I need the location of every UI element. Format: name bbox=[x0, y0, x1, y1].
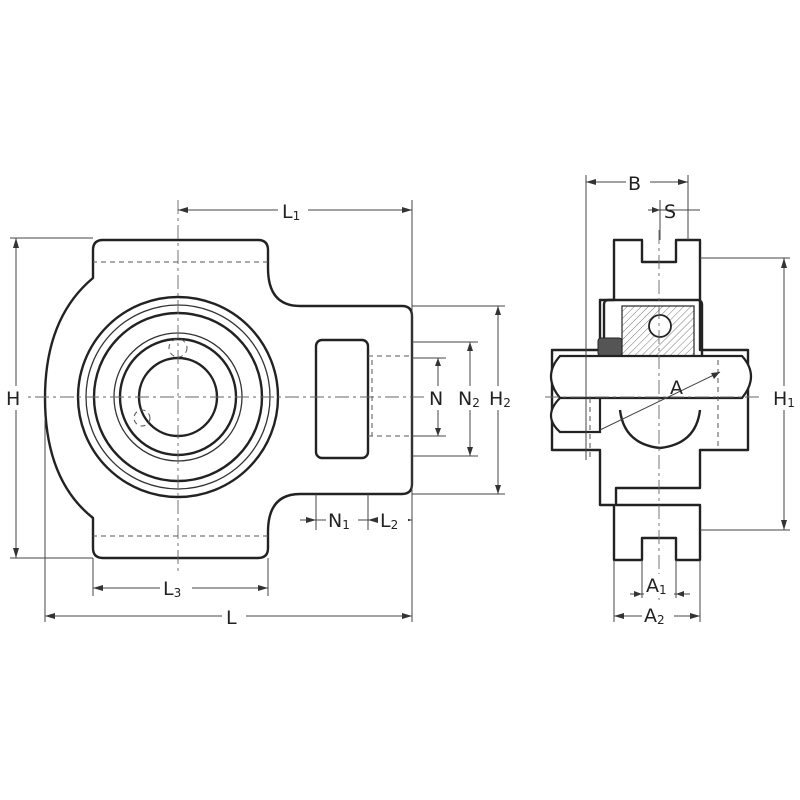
arrowhead bbox=[614, 613, 624, 619]
label-bg bbox=[4, 386, 26, 410]
arrowhead bbox=[711, 372, 720, 379]
arrowhead bbox=[495, 306, 501, 315]
arrowhead bbox=[435, 428, 441, 436]
side-view bbox=[545, 175, 790, 622]
arrowhead bbox=[781, 520, 787, 530]
arrowhead bbox=[467, 342, 473, 351]
arrowhead bbox=[676, 591, 684, 597]
label-H1: H1 bbox=[773, 388, 795, 410]
arrowhead bbox=[781, 258, 787, 268]
label-A: A bbox=[670, 377, 683, 399]
label-bg bbox=[326, 508, 358, 532]
bore-arc bbox=[618, 409, 702, 450]
arrowhead bbox=[178, 207, 188, 213]
arrowhead bbox=[402, 613, 412, 619]
arrowhead bbox=[93, 585, 103, 591]
housing-outline bbox=[43, 238, 414, 560]
label-bg bbox=[278, 196, 308, 222]
arrowhead bbox=[306, 517, 316, 523]
label-bg bbox=[458, 386, 520, 410]
arrowhead bbox=[652, 207, 660, 213]
arrowhead bbox=[690, 613, 700, 619]
bearing-ball bbox=[648, 314, 672, 338]
label-bg bbox=[428, 386, 450, 410]
dim-line-A bbox=[599, 371, 721, 431]
label-N2: N2 bbox=[458, 388, 480, 410]
set-screw-hidden bbox=[133, 409, 151, 427]
dimension-labels: L1 H N N2 H2 N1 L2 L3 L B S A H1 A1 A2 bbox=[4, 170, 800, 629]
label-L3: L3 bbox=[163, 578, 181, 600]
label-L1: L1 bbox=[282, 201, 300, 223]
arrowhead bbox=[402, 207, 412, 213]
shaft-lower bbox=[549, 396, 602, 434]
label-S: S bbox=[664, 201, 676, 223]
label-bg bbox=[222, 604, 246, 628]
label-A2: A2 bbox=[644, 605, 665, 627]
arrowhead bbox=[13, 238, 19, 248]
arrowhead bbox=[435, 358, 441, 366]
arrowhead bbox=[13, 548, 19, 558]
arrowhead bbox=[634, 591, 642, 597]
arrowhead bbox=[495, 485, 501, 494]
label-H2: H2 bbox=[489, 388, 511, 410]
label-bg bbox=[644, 574, 674, 596]
label-L: L bbox=[226, 607, 237, 629]
shaft bbox=[549, 354, 753, 400]
label-bg bbox=[642, 604, 674, 628]
label-A1: A1 bbox=[646, 575, 667, 597]
label-L2: L2 bbox=[380, 510, 398, 532]
label-N1: N1 bbox=[328, 510, 350, 532]
front-view bbox=[10, 200, 505, 622]
label-H: H bbox=[6, 388, 20, 410]
arrowhead bbox=[258, 585, 268, 591]
set-screw bbox=[597, 337, 623, 357]
label-N: N bbox=[429, 388, 443, 410]
label-bg bbox=[772, 386, 800, 410]
arrowhead bbox=[368, 517, 378, 523]
arrowhead bbox=[45, 613, 55, 619]
slot-block bbox=[314, 338, 370, 460]
arrowhead bbox=[467, 447, 473, 456]
label-bg bbox=[160, 576, 192, 600]
label-B: B bbox=[628, 173, 641, 195]
set-screw-hidden bbox=[168, 338, 188, 358]
arrowhead bbox=[586, 179, 596, 185]
label-bg bbox=[378, 508, 408, 532]
label-bg bbox=[626, 170, 650, 194]
arrowhead bbox=[678, 179, 688, 185]
